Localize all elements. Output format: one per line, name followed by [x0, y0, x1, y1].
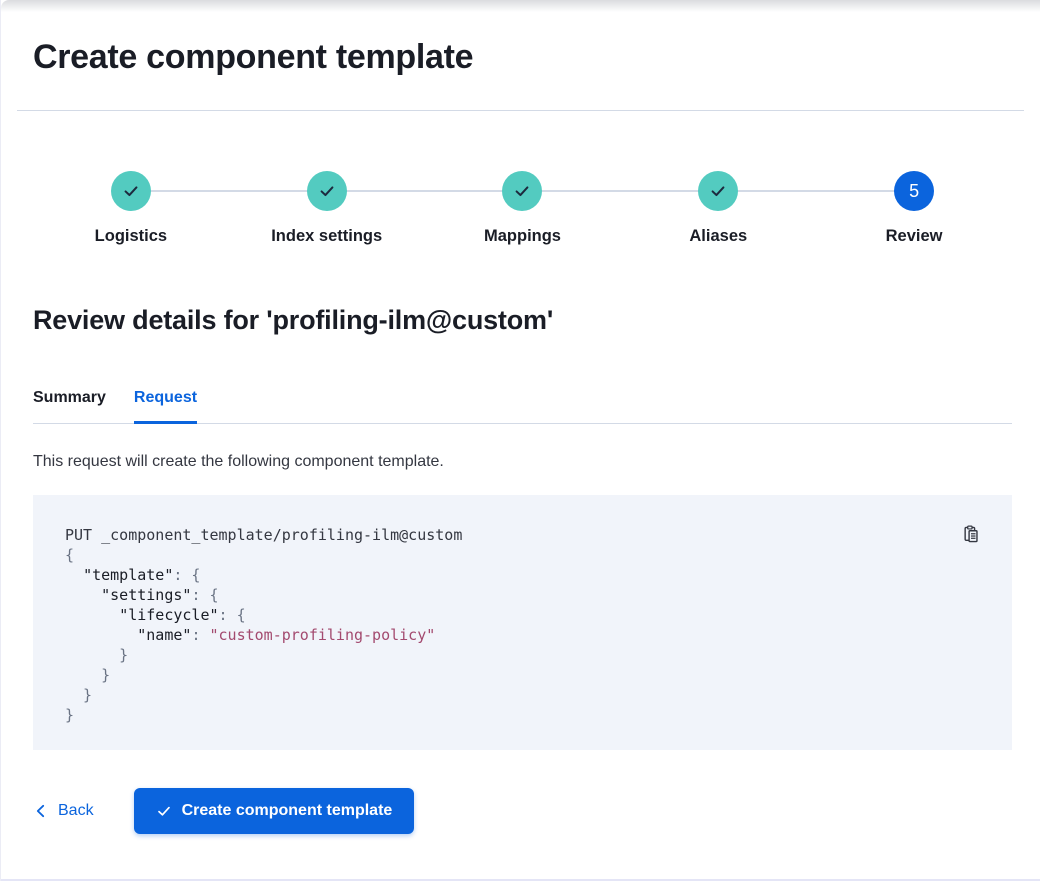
code-line: "name": "custom-profiling-policy": [137, 626, 436, 644]
code-line: }: [65, 686, 93, 704]
code-line: {: [65, 546, 75, 564]
step-current-circle: 5: [894, 171, 935, 211]
step-aliases[interactable]: Aliases: [620, 171, 816, 247]
check-icon: [709, 182, 727, 200]
tab-request[interactable]: Request: [133, 387, 198, 424]
bottom-divider: [1, 879, 1040, 881]
check-icon: [122, 182, 140, 200]
step-complete-circle: [110, 171, 151, 211]
step-label: Mappings: [483, 227, 561, 245]
request-code-block: PUT _component_template/profiling-ilm@cu…: [33, 495, 1012, 750]
step-complete-circle: [698, 171, 739, 211]
step-logistics[interactable]: Logistics: [33, 171, 229, 247]
create-component-template-button[interactable]: Create component template: [133, 788, 415, 834]
code-line: "template": {: [83, 566, 201, 584]
step-label: Aliases: [689, 227, 748, 245]
title-divider: [17, 110, 1024, 111]
step-mappings[interactable]: Mappings: [425, 171, 621, 247]
back-button-label: Back: [58, 802, 94, 819]
tabs: Summary Request: [33, 387, 1012, 424]
code-line: "settings": {: [101, 586, 219, 604]
code-line: }: [65, 666, 111, 684]
back-button[interactable]: Back: [33, 802, 94, 820]
step-label: Logistics: [94, 227, 168, 245]
chevron-left-icon: [33, 803, 49, 819]
code-line: }: [65, 706, 75, 724]
step-label: Review: [885, 227, 943, 245]
code-line: PUT _component_template/profiling-ilm@cu…: [65, 526, 463, 544]
step-complete-circle: [502, 171, 543, 211]
step-number: 5: [909, 180, 920, 201]
code-line: }: [65, 646, 129, 664]
check-icon: [513, 182, 531, 200]
step-complete-circle: [306, 171, 347, 211]
footer-actions: Back Create component template: [33, 788, 1012, 834]
check-icon: [318, 182, 336, 200]
code-line: "lifecycle": {: [119, 606, 246, 624]
tab-summary[interactable]: Summary: [33, 387, 106, 424]
page-title: Create component template: [33, 38, 474, 76]
review-heading: Review details for 'profiling-ilm@custom…: [33, 305, 554, 335]
create-button-label: Create component template: [181, 802, 393, 819]
copy-button[interactable]: [960, 523, 982, 545]
step-label: Index settings: [271, 227, 383, 245]
request-description: This request will create the following c…: [33, 453, 444, 470]
code-lines: PUT _component_template/profiling-ilm@cu…: [65, 525, 980, 725]
step-index-settings[interactable]: Index settings: [229, 171, 425, 247]
check-icon: [156, 803, 172, 819]
copy-clipboard-icon: [962, 525, 980, 546]
create-component-template-page: Create component template Logistics Index…: [1, 0, 1040, 834]
